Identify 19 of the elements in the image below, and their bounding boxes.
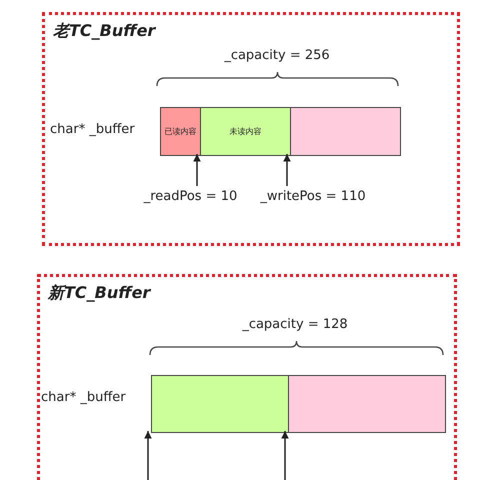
pointer-label: _writePos = 110	[258, 189, 368, 209]
buffer-segment	[151, 375, 289, 433]
arrow	[193, 154, 201, 186]
arrow	[283, 154, 291, 186]
buffer-panel	[37, 274, 457, 480]
capacity-label: _capacity = 256	[224, 48, 330, 63]
buffer-segment: 未读内容	[200, 107, 291, 156]
pointer-label: _readPos = 10	[143, 189, 238, 209]
arrow	[281, 431, 289, 480]
panel-title: 新TC_Buffer	[48, 283, 150, 304]
capacity-label: _capacity = 128	[242, 317, 348, 332]
buffer-segment	[290, 107, 401, 156]
arrow	[144, 431, 152, 480]
buffer-panel	[42, 12, 460, 246]
buffer-label: char* _buffer	[50, 122, 135, 137]
buffer-segment	[288, 375, 446, 433]
panel-title: 老TC_Buffer	[53, 21, 156, 42]
buffer-segment: 已读内容	[160, 107, 201, 156]
buffer-label: char* _buffer	[41, 390, 126, 405]
